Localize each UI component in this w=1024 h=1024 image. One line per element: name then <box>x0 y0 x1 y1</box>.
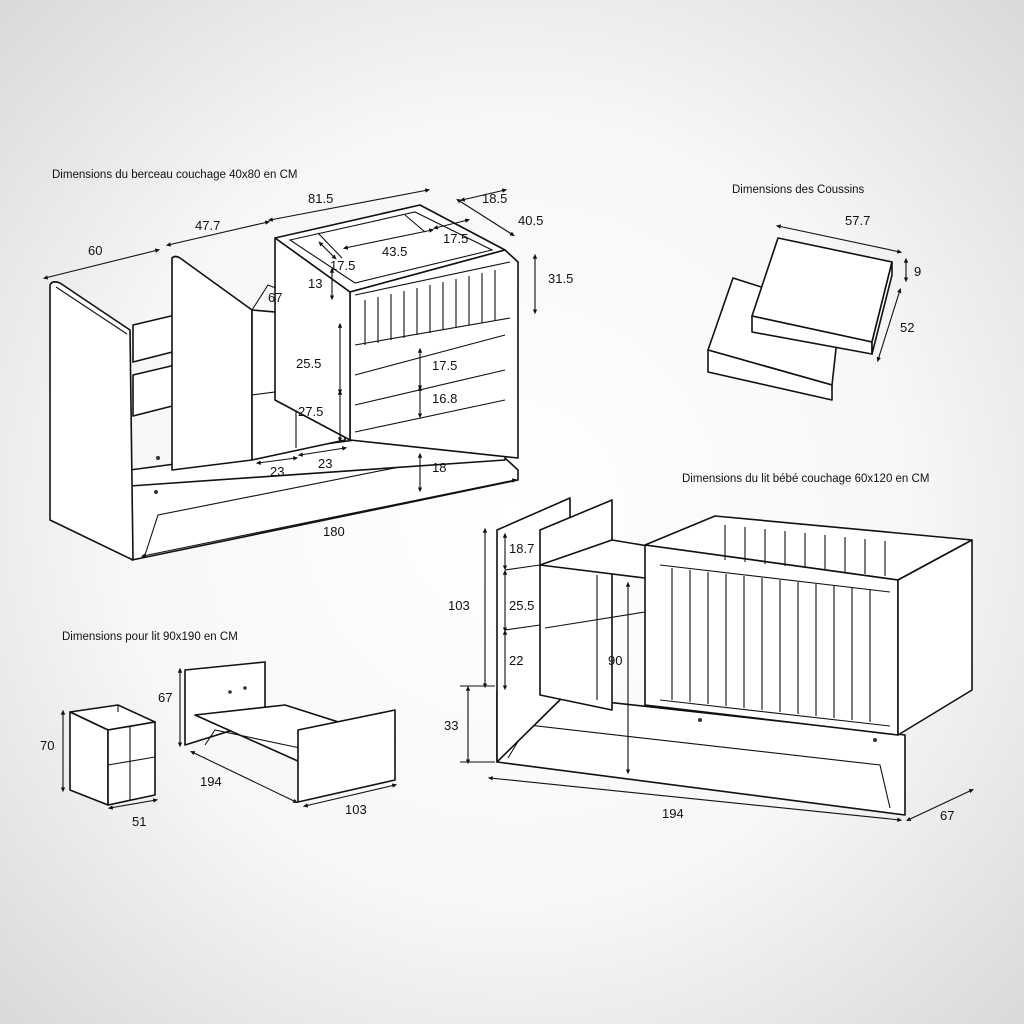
dim-67-b: 67 <box>940 808 954 823</box>
dim-17-5-a: 17.5 <box>443 231 468 246</box>
dim-25-5: 25.5 <box>296 356 321 371</box>
dim-33: 33 <box>444 718 458 733</box>
dim-43-5: 43.5 <box>382 244 407 259</box>
dim-180: 180 <box>323 524 345 539</box>
dim-81-5: 81.5 <box>308 191 333 206</box>
dim-31-5: 31.5 <box>548 271 573 286</box>
dim-16-8: 16.8 <box>432 391 457 406</box>
berceau-middle-panel <box>171 255 253 471</box>
coussins-title: Dimensions des Coussins <box>732 184 865 196</box>
dim-18-7: 18.7 <box>509 541 534 556</box>
lit-bebe-drawing: Dimensions du lit bébé couchage 60x120 e… <box>444 473 974 823</box>
dim-22: 22 <box>509 653 523 668</box>
berceau-drawing: Dimensions du berceau couchage 40x80 en … <box>42 169 573 561</box>
berceau-left-panel <box>49 281 134 561</box>
dim-52: 52 <box>900 320 914 335</box>
coussins-drawing: Dimensions des Coussins 57.7 9 52 <box>707 184 921 401</box>
dim-60: 60 <box>88 243 102 258</box>
dim-18-5: 18.5 <box>482 191 507 206</box>
dim-23-a: 23 <box>270 464 284 479</box>
lit-90-drawing: Dimensions pour lit 90x190 en CM 70 51 6… <box>40 631 398 829</box>
dim-103: 103 <box>448 598 470 613</box>
dim-194: 194 <box>662 806 684 821</box>
lit-bebe-title: Dimensions du lit bébé couchage 60x120 e… <box>682 473 929 485</box>
lit-90-footboard <box>297 709 396 803</box>
dim-70: 70 <box>40 738 54 753</box>
dim-47-7: 47.7 <box>195 218 220 233</box>
dim-17-5-b: 17.5 <box>330 258 355 273</box>
dim-103-b: 103 <box>345 802 367 817</box>
lit-bebe-slats <box>671 525 886 722</box>
dim-18: 18 <box>432 460 446 475</box>
dim-27-5: 27.5 <box>298 404 323 419</box>
dim-194-b: 194 <box>200 774 222 789</box>
dim-51: 51 <box>132 814 146 829</box>
berceau-slats <box>354 261 511 433</box>
dim-40-5: 40.5 <box>518 213 543 228</box>
dim-25-5-b: 25.5 <box>509 598 534 613</box>
dim-17-5-c: 17.5 <box>432 358 457 373</box>
dim-9: 9 <box>914 264 921 279</box>
dim-90: 90 <box>608 653 622 668</box>
dim-23-b: 23 <box>318 456 332 471</box>
dim-67-c: 67 <box>158 690 172 705</box>
lit-90-title: Dimensions pour lit 90x190 en CM <box>62 631 238 643</box>
dim-57-7: 57.7 <box>845 213 870 228</box>
berceau-title: Dimensions du berceau couchage 40x80 en … <box>52 169 297 181</box>
dim-13: 13 <box>308 276 322 291</box>
dim-67: 67 <box>268 290 282 305</box>
